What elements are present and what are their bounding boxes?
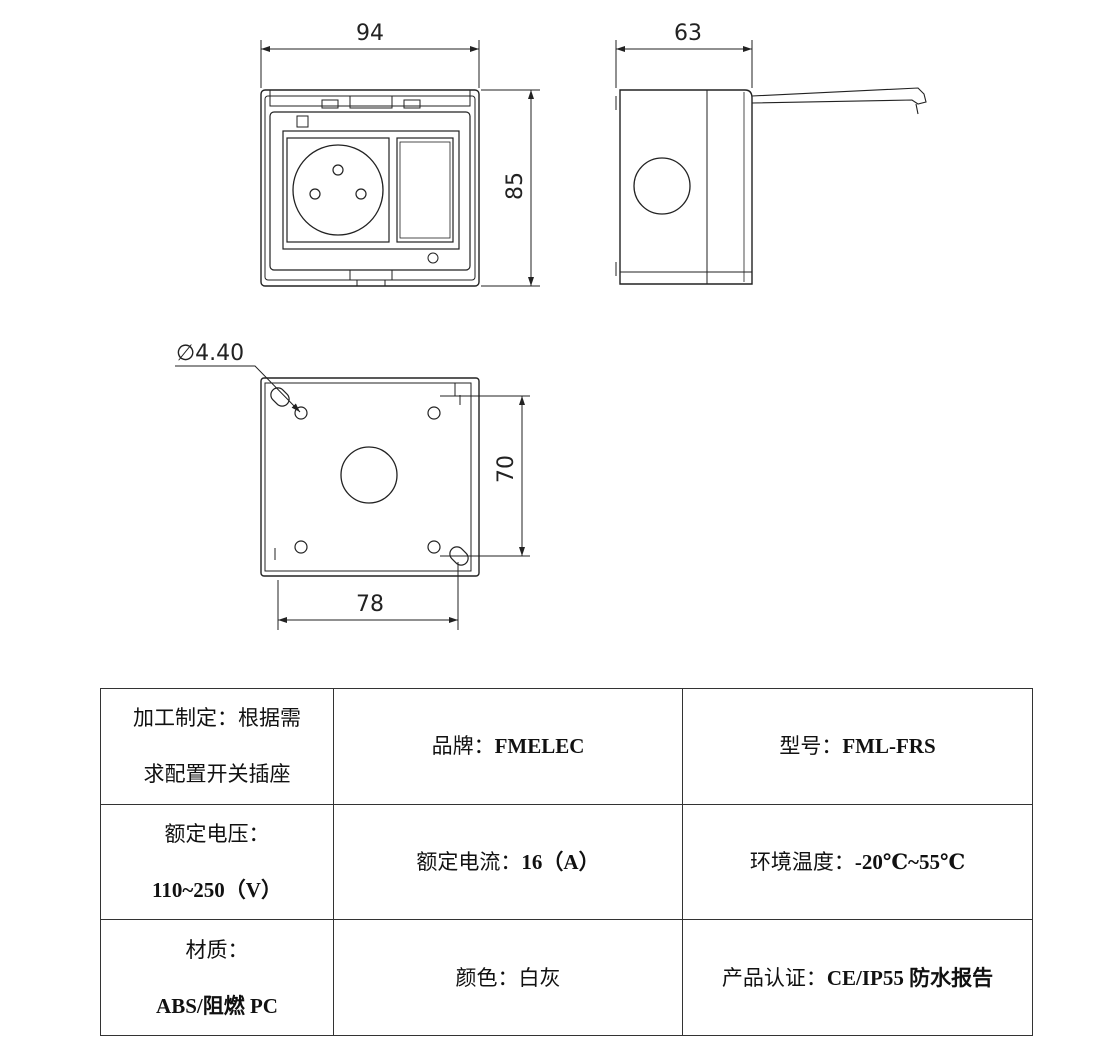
dim-side-depth: 63 xyxy=(674,21,702,46)
dim-mount-width: 78 xyxy=(356,592,384,617)
spec-cell-custom: 加工制定：根据需 求配置开关插座 xyxy=(100,688,334,805)
rear-dimensions xyxy=(175,365,530,630)
spec-cell-voltage: 额定电压： 110~250（V） xyxy=(100,803,334,921)
spec-table: 加工制定：根据需 求配置开关插座 品牌：FMELEC 型号：FML-FRS 额定… xyxy=(100,688,1033,1036)
spec-row: 材质： ABS/阻燃 PC 颜色：白灰 产品认证：CE/IP55 防水报告 xyxy=(100,919,1033,1036)
side-view xyxy=(615,87,927,285)
spec-cell-brand: 品牌：FMELEC xyxy=(333,688,683,805)
dim-hole-diameter: ∅4.40 xyxy=(176,341,244,366)
spec-cell-certification: 产品认证：CE/IP55 防水报告 xyxy=(682,919,1033,1036)
spec-cell-temperature: 环境温度：-20℃~55℃ xyxy=(682,803,1033,921)
front-dimensions xyxy=(260,40,540,287)
side-dimensions xyxy=(615,40,753,88)
technical-drawing: 94 85 63 xyxy=(175,21,927,630)
spec-cell-material: 材质： ABS/阻燃 PC xyxy=(100,919,334,1036)
spec-cell-model: 型号：FML-FRS xyxy=(682,688,1033,805)
spec-cell-color: 颜色：白灰 xyxy=(333,919,683,1036)
spec-row: 额定电压： 110~250（V） 额定电流：16（A） 环境温度：-20℃~55… xyxy=(100,803,1033,921)
dim-mount-height: 70 xyxy=(494,455,519,483)
spec-cell-current: 额定电流：16（A） xyxy=(333,803,683,921)
front-view xyxy=(260,89,480,287)
dim-front-height: 85 xyxy=(503,172,528,200)
dim-front-width: 94 xyxy=(356,21,384,46)
rear-view xyxy=(260,377,480,577)
spec-row: 加工制定：根据需 求配置开关插座 品牌：FMELEC 型号：FML-FRS xyxy=(100,688,1033,805)
